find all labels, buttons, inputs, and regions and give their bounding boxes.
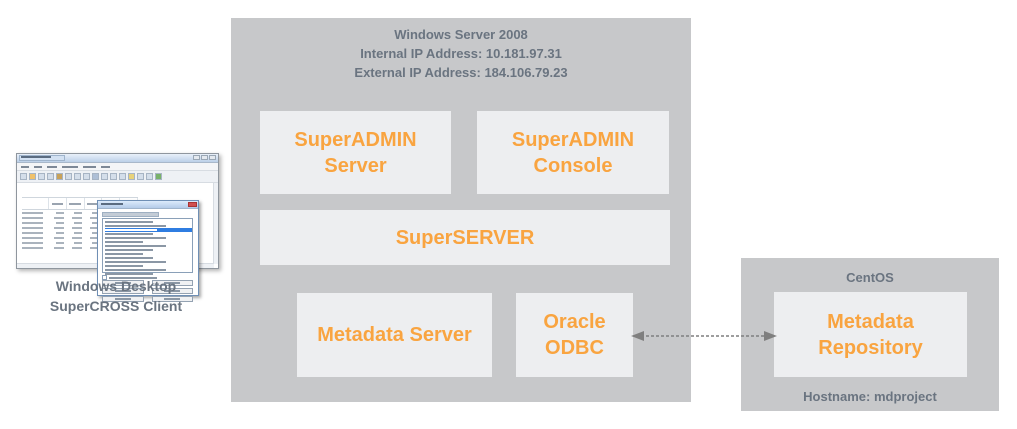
- dialog-button: [151, 280, 193, 286]
- dialog-titlebar: [98, 201, 198, 209]
- selected-list-item: [105, 228, 192, 232]
- toolbar-icon: [146, 173, 153, 180]
- window-title-tab: [19, 155, 65, 161]
- dialog-body: [98, 209, 198, 302]
- client-caption-line1: Windows Desktop: [55, 278, 177, 294]
- toolbar-icon: [155, 173, 162, 180]
- list-item: [105, 244, 192, 248]
- toolbar-icon: [128, 173, 135, 180]
- close-icon: [209, 155, 216, 160]
- list-item: [105, 268, 192, 272]
- list-item: [105, 256, 192, 260]
- dialog-list: [102, 218, 193, 276]
- oracle-odbc-label: Oracle: [543, 311, 606, 333]
- window-title-text: [21, 156, 51, 158]
- toolbar-icon: [137, 173, 144, 180]
- dialog-title-text: [101, 203, 123, 205]
- windows-server-title: Windows Server 2008: [394, 27, 528, 42]
- vertical-scrollbar: [213, 183, 218, 264]
- metadata-server-label: Metadata Server: [317, 324, 472, 346]
- window-titlebar: [17, 154, 218, 163]
- menu-bar: [17, 163, 218, 171]
- superadmin-server-box: SuperADMIN Server: [260, 111, 451, 194]
- external-ip-label: External IP Address: 184.106.79.23: [354, 65, 568, 80]
- superserver-label: SuperSERVER: [395, 226, 535, 249]
- toolbar-icon: [92, 173, 99, 180]
- superserver-box: SuperSERVER: [260, 210, 670, 265]
- list-item: [105, 240, 192, 244]
- dialog-button: [102, 296, 144, 302]
- odbc-repository-arrow: [631, 331, 777, 341]
- toolbar-icon: [119, 173, 126, 180]
- windows-server-header: Windows Server 2008 Internal IP Address:…: [231, 25, 691, 82]
- toolbar-icon: [101, 173, 108, 180]
- toolbar-icon: [20, 173, 27, 180]
- dialog-close-icon: [188, 202, 197, 207]
- superadmin-console-label: SuperADMIN: [511, 128, 635, 151]
- dialog-button: [151, 288, 193, 294]
- dialog-checkbox: [102, 275, 157, 280]
- list-item: [105, 236, 192, 240]
- list-item: [105, 272, 192, 276]
- superadmin-server-label: SuperADMIN: [294, 128, 417, 151]
- client-caption-line2: SuperCROSS Client: [49, 298, 183, 314]
- crosstab-area: [17, 183, 218, 302]
- toolbar: [17, 171, 218, 183]
- metadata-repository-box: Metadata Repository: [774, 292, 967, 377]
- list-item: [105, 232, 192, 236]
- toolbar-icon: [29, 173, 36, 180]
- list-item: [105, 252, 192, 256]
- fields-dialog: [97, 200, 199, 302]
- toolbar-icon: [38, 173, 45, 180]
- metadata-repository-label: Metadata: [827, 310, 914, 333]
- list-item: [105, 260, 192, 264]
- toolbar-icon: [110, 173, 117, 180]
- centos-hostname: Hostname: mdproject: [803, 389, 937, 404]
- toolbar-icon: [83, 173, 90, 180]
- dialog-dropdown: [102, 212, 159, 217]
- windows-server-group: Windows Server 2008 Internal IP Address:…: [231, 18, 691, 402]
- internal-ip-label: Internal IP Address: 10.181.97.31: [360, 46, 562, 61]
- window-controls: [193, 155, 216, 160]
- list-item: [105, 264, 192, 268]
- centos-title: CentOS: [846, 270, 894, 285]
- superadmin-console-label-line2: Console: [533, 154, 613, 177]
- toolbar-icon: [47, 173, 54, 180]
- toolbar-icon: [56, 173, 63, 180]
- dialog-button: [102, 280, 144, 286]
- dialog-buttons: [102, 280, 193, 302]
- metadata-server-box: Metadata Server: [297, 293, 492, 377]
- maximize-icon: [201, 155, 208, 160]
- toolbar-icon: [74, 173, 81, 180]
- supercross-client-window: [16, 153, 219, 302]
- dialog-button: [151, 296, 193, 302]
- superadmin-server-label-line2: Server: [324, 154, 387, 177]
- dialog-button: [102, 288, 144, 294]
- minimize-icon: [193, 155, 200, 160]
- client-caption: Windows Desktop SuperCROSS Client: [6, 276, 226, 316]
- oracle-odbc-label-line2: ODBC: [545, 337, 604, 359]
- superadmin-console-box: SuperADMIN Console: [477, 111, 669, 194]
- metadata-repository-label-line2: Repository: [818, 336, 923, 359]
- toolbar-icon: [65, 173, 72, 180]
- centos-group: CentOS Metadata Repository Hostname: mdp…: [741, 258, 999, 411]
- list-item: [105, 248, 192, 252]
- oracle-odbc-box: Oracle ODBC: [516, 293, 633, 377]
